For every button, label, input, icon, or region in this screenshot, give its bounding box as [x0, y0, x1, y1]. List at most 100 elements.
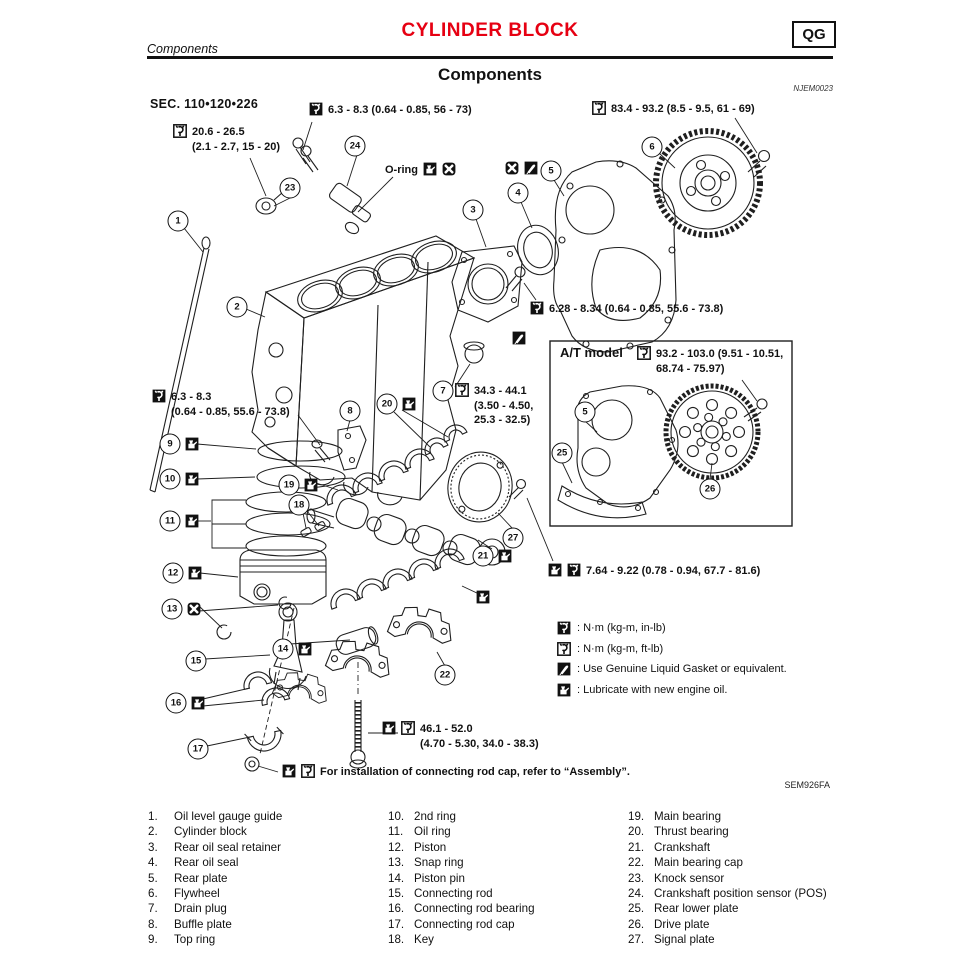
part-number: 26.	[628, 917, 645, 931]
part-label: Rear oil seal	[174, 856, 239, 870]
callout-8: 8	[339, 400, 361, 422]
part-label: Top ring	[174, 933, 216, 947]
callout-23: 23	[279, 177, 301, 199]
rod-bolt-art	[244, 607, 367, 772]
engine-oil-icon	[185, 514, 199, 528]
liquid-gasket-icon	[524, 161, 538, 175]
callout-5: 5	[540, 160, 562, 182]
figure-title: Components	[438, 65, 542, 84]
callout-10: 10	[159, 468, 181, 490]
callout-12: 12	[162, 562, 184, 584]
legend-text: : N·m (kg-m, in-lb)	[577, 622, 666, 635]
header-divider	[147, 56, 833, 59]
oring-label-text: O-ring	[385, 164, 418, 176]
engine-oil-icon	[498, 549, 512, 563]
leader-lines	[183, 117, 758, 773]
figure-code-top: NJEM0023	[793, 84, 833, 93]
torque-inlb-icon	[309, 102, 323, 116]
part-item-13: 13.Snap ring	[388, 855, 535, 870]
legend-row-in-lb: : N·m (kg-m, in-lb)	[557, 618, 787, 639]
torque-signal-plate-bolt: 7.64 - 9.22 (0.78 - 0.94, 67.7 - 81.6)	[548, 563, 760, 579]
torque-cps-bolt-text: 6.3 - 8.3 (0.64 - 0.85, 56 - 73)	[328, 104, 472, 116]
part-number: 6.	[148, 887, 158, 901]
part-number: 2.	[148, 825, 158, 839]
part-item-20: 20.Thrust bearing	[628, 824, 827, 839]
part-label: Oil level gauge guide	[174, 810, 283, 823]
part-number: 14.	[388, 871, 405, 885]
part-number: 17.	[388, 917, 405, 931]
torque-inlb-icon	[557, 621, 571, 635]
part-item-1: 1. Oil level gauge guide	[148, 809, 282, 824]
engine-oil-icon	[423, 162, 437, 176]
callout-4: 4	[507, 182, 529, 204]
part-label: Key	[414, 933, 434, 947]
torque-knock-sensor: 20.6 - 26.5(2.1 - 2.7, 15 - 20)	[173, 124, 280, 154]
callout-15: 15	[185, 650, 207, 672]
torque-flywheel-bolt-text: 83.4 - 93.2 (8.5 - 9.5, 61 - 69)	[611, 103, 755, 115]
part-label: Connecting rod	[414, 887, 493, 901]
part-label: Rear plate	[174, 871, 228, 885]
piston-rings-art	[211, 440, 346, 557]
part-number: 3.	[148, 840, 158, 854]
section-code-badge: QG	[792, 21, 836, 48]
callout-13: 13	[161, 598, 183, 620]
seal-icons	[505, 161, 543, 175]
torque-cps-bolt: 6.3 - 8.3 (0.64 - 0.85, 56 - 73)	[309, 102, 472, 118]
crankshaft-position-sensor-art	[300, 145, 372, 235]
callout-1: 1	[167, 210, 189, 232]
part-number: 1.	[148, 810, 158, 823]
part-label: Drive plate	[654, 917, 710, 931]
part-number: 13.	[388, 856, 405, 870]
part-label: Drain plug	[174, 902, 227, 916]
torque-inlb-icon	[530, 301, 544, 315]
torque-ftlb-icon	[637, 346, 651, 360]
part-item-6: 6. Flywheel	[148, 886, 282, 901]
part-label: Connecting rod cap	[414, 917, 515, 931]
torque-at-drive-plate-bolt: 93.2 - 103.0 (9.51 - 10.51,68.74 - 75.97…	[637, 346, 783, 376]
torque-ftlb-icon	[557, 641, 571, 656]
part-item-2: 2.Cylinder block	[148, 824, 282, 839]
part-item-15: 15.Connecting rod	[388, 886, 535, 901]
part-number: 18.	[388, 933, 405, 947]
knock-sensor-art	[255, 137, 311, 215]
callout-21: 21	[472, 545, 494, 567]
part-number: 21.	[628, 840, 645, 854]
torque-main-bearing-cap-bolt-text: 46.1 - 52.0(4.70 - 5.30, 34.0 - 38.3)	[420, 723, 539, 750]
engine-oil-icon	[304, 478, 318, 492]
part-number: 23.	[628, 871, 645, 885]
part-item-22: 22.Main bearing cap	[628, 855, 827, 870]
callout-18: 18	[288, 494, 310, 516]
legend-row-ft-lb: : N·m (kg-m, ft-lb)	[557, 639, 787, 660]
replace-part-icon	[442, 162, 456, 176]
callout-27: 27	[502, 527, 524, 549]
part-number: 24.	[628, 887, 645, 901]
part-number: 20.	[628, 825, 645, 839]
part-label: Crankshaft	[654, 840, 711, 854]
part-item-14: 14.Piston pin	[388, 871, 535, 886]
legend-row-oil: : Lubricate with new engine oil.	[557, 680, 787, 701]
torque-drain-plug: 34.3 - 44.1(3.50 - 4.50,25.3 - 32.5)	[455, 383, 533, 428]
liquid-gasket-icon	[512, 331, 526, 345]
part-label: Main bearing	[654, 810, 722, 823]
replace-part-icon	[187, 602, 201, 616]
engine-oil-icon	[402, 397, 416, 411]
torque-seal-retainer-bolt-text: 6.28 - 8.34 (0.64 - 0.85, 55.6 - 73.8)	[549, 303, 724, 315]
callout-19: 19	[278, 474, 300, 496]
legend-text: : Lubricate with new engine oil.	[577, 683, 728, 696]
callout-9: 9	[159, 433, 181, 455]
baffle-plate-art	[311, 425, 367, 471]
engine-oil-icon	[298, 642, 312, 656]
part-item-17: 17. Connecting rod cap	[388, 917, 535, 932]
part-label: Piston	[414, 840, 447, 854]
rear-oil-seal-retainer-art	[451, 245, 526, 323]
rod-cap-note: For installation of connecting rod cap, …	[282, 764, 630, 780]
torque-baffle-bolt: 6.3 - 8.3(0.64 - 0.85, 55.6 - 73.8)	[152, 389, 290, 419]
engine-oil-icon	[188, 566, 202, 580]
legend-text: : N·m (kg-m, ft-lb)	[577, 642, 664, 655]
callout-5: 5	[574, 401, 596, 423]
part-label: Flywheel	[174, 887, 220, 901]
